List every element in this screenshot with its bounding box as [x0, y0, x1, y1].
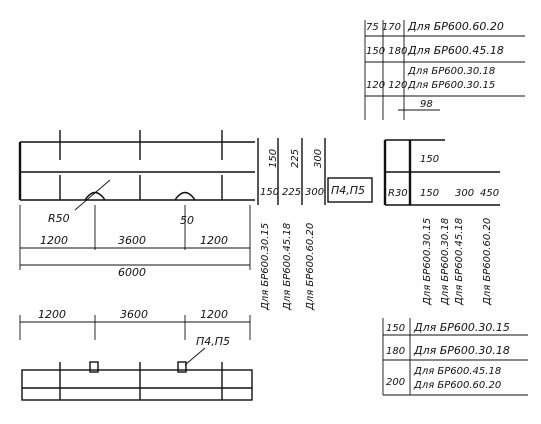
total-6000: 6000	[118, 266, 146, 279]
span-mid-3600: 3600	[118, 234, 146, 247]
vertical-labels-left: Для БР600.30.15 Для БР600.45.18 Для БР60…	[260, 223, 316, 311]
dim-50: 50	[180, 214, 194, 227]
bdim-200: 200	[386, 377, 405, 388]
vertical-labels-right: Для БР600.30.15 Для БР600.30.18 Для БР60…	[422, 218, 493, 306]
right-150: 150	[420, 188, 439, 199]
blabel-br600-30-18: Для БР600.30.18	[413, 344, 510, 357]
blabel-br600-30-15: Для БР600.30.15	[413, 321, 510, 334]
vlabel-br600-30-15: Для БР600.30.15	[260, 223, 271, 311]
beam-side-view: R50 50 1200 3600 1200 6000 150 225 300 1…	[18, 130, 500, 279]
right-150-top: 150	[420, 154, 439, 165]
label-br600-30-18-top: Для БР600.30.18	[407, 66, 495, 77]
bdim-180: 180	[386, 346, 405, 357]
span-left-1200: 1200	[40, 234, 68, 247]
vlabel-br600-60-20: Для БР600.60.20	[305, 223, 316, 311]
beam-plan-view: 1200 3600 1200 П4,П5	[19, 308, 253, 401]
bdim-150: 150	[386, 323, 405, 334]
blabel-br600-45-18: Для БР600.45.18	[413, 366, 501, 377]
right-450: 450	[480, 188, 499, 199]
label-br600-30-15-top: Для БР600.30.15	[407, 80, 495, 91]
plan-span-left-1200: 1200	[38, 308, 66, 321]
label-br600-60-20-top: Для БР600.60.20	[407, 20, 504, 33]
blabel-br600-60-20: Для БР600.60.20	[413, 380, 501, 391]
height-300-b: 300	[305, 187, 324, 198]
dim-75-170: 75 170	[366, 22, 401, 33]
vlabel-r-br600-30-15: Для БР600.30.15	[422, 218, 433, 306]
vlabel-br600-45-18: Для БР600.45.18	[282, 223, 293, 311]
dim-150-180: 150 180	[366, 46, 407, 57]
vlabel-r-br600-60-20: Для БР600.60.20	[482, 218, 493, 306]
vlabel-r-br600-30-18: Для БР600.30.18	[440, 218, 451, 306]
dim-120-120: 120 120	[366, 80, 407, 91]
radius-r30: R30	[388, 188, 408, 199]
height-225: 225	[290, 149, 301, 168]
height-150: 150	[268, 149, 279, 168]
height-225-b: 225	[282, 187, 301, 198]
vlabel-r-br600-45-18: Для БР600.45.18	[454, 218, 465, 306]
bottom-right-label-table: 150 Для БР600.30.15 180 Для БР600.30.18 …	[382, 318, 528, 396]
label-br600-45-18-top: Для БР600.45.18	[407, 44, 504, 57]
height-150-b: 150	[260, 187, 279, 198]
radius-r50: R50	[48, 212, 70, 225]
plan-span-mid-3600: 3600	[120, 308, 148, 321]
height-300: 300	[313, 149, 324, 168]
span-right-1200: 1200	[200, 234, 228, 247]
dim-98: 98	[420, 99, 433, 110]
plan-span-right-1200: 1200	[200, 308, 228, 321]
mark-p4-p5: П4,П5	[331, 184, 365, 197]
top-right-label-table: 75 170 Для БР600.60.20 150 180 Для БР600…	[364, 20, 525, 120]
right-300: 300	[455, 188, 474, 199]
plan-mark-p4-p5: П4,П5	[196, 335, 230, 348]
